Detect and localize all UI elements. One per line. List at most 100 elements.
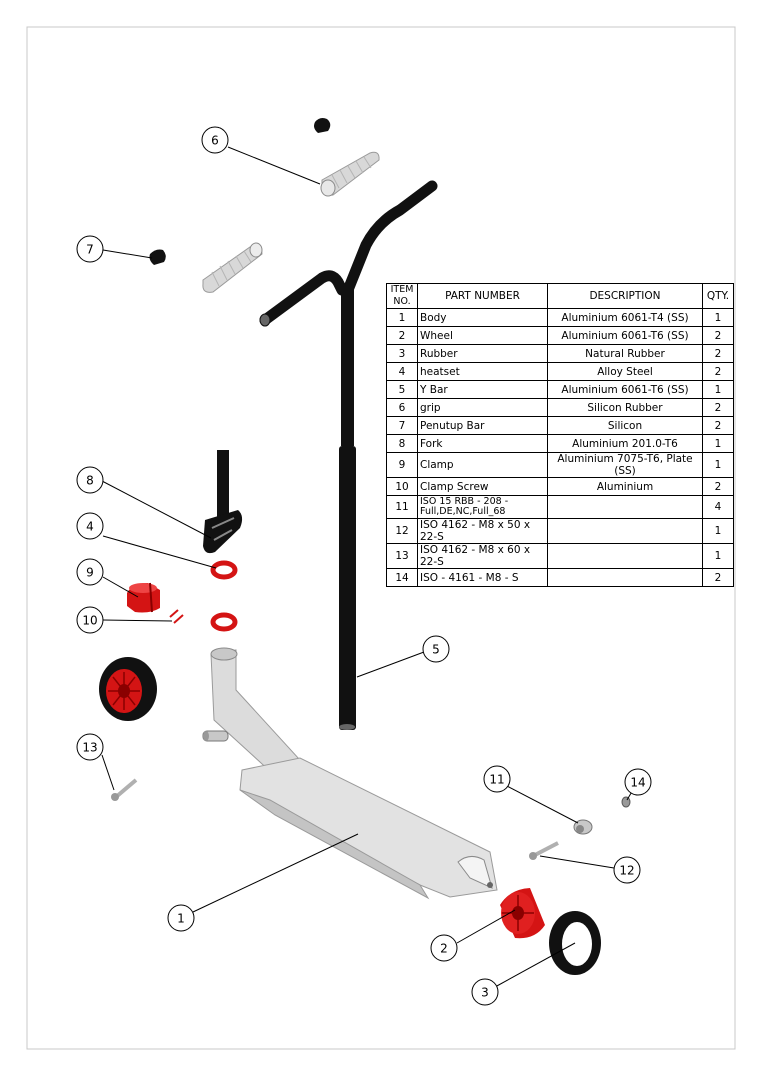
bom-part-number: Fork [417, 434, 548, 453]
svg-text:9: 9 [86, 566, 94, 580]
bom-qty: 4 [702, 495, 734, 519]
svg-text:1: 1 [177, 912, 185, 926]
nut [621, 796, 631, 808]
bom-qty: 2 [702, 568, 734, 587]
bar-end-plug-left [149, 249, 166, 265]
bom-qty: 1 [702, 380, 734, 399]
bom-qty: 2 [702, 477, 734, 496]
bom-item-no: 9 [386, 452, 418, 478]
bom-item-no: 12 [386, 518, 418, 544]
bom-description: Aluminium 7075-T6, Plate (SS) [547, 452, 703, 478]
table-row: 5 Y Bar Aluminium 6061-T6 (SS) 1 [386, 380, 734, 399]
bom-description [547, 543, 703, 569]
bom-item-no: 13 [386, 543, 418, 569]
table-row: 14 ISO - 4161 - M8 - S 2 [386, 568, 734, 587]
bom-description: Aluminium [547, 477, 703, 496]
balloon-4: 4 [76, 512, 104, 540]
grip-left [202, 242, 263, 293]
bom-item-no: 2 [386, 326, 418, 345]
svg-text:12: 12 [619, 864, 634, 878]
bom-description: Silicon Rubber [547, 398, 703, 417]
bom-description: Aluminium 6061-T6 (SS) [547, 326, 703, 345]
headset-rings [210, 560, 238, 632]
leader-lines [101, 146, 638, 988]
balloon-2: 2 [430, 934, 458, 962]
bolt-m8x50 [529, 841, 559, 860]
bom-description: Aluminium 6061-T6 (SS) [547, 380, 703, 399]
bom-header-part-number: PART NUMBER [417, 283, 548, 309]
balloon-3: 3 [471, 978, 499, 1006]
bom-part-number: ISO - 4161 - M8 - S [417, 568, 548, 587]
table-row: 13 ISO 4162 - M8 x 60 x 22-S 1 [386, 543, 734, 569]
bom-item-no: 4 [386, 362, 418, 381]
table-row: 8 Fork Aluminium 201.0-T6 1 [386, 434, 734, 453]
bom-description: Silicon [547, 416, 703, 435]
bom-description: Alloy Steel [547, 362, 703, 381]
balloon-7: 7 [76, 235, 104, 263]
svg-text:3: 3 [481, 986, 489, 1000]
table-row: 2 Wheel Aluminium 6061-T6 (SS) 2 [386, 326, 734, 345]
bom-qty: 1 [702, 308, 734, 327]
bom-part-number: Rubber [417, 344, 548, 363]
bom-qty: 2 [702, 326, 734, 345]
balloon-5: 5 [422, 635, 450, 663]
bom-part-number: Penutup Bar [417, 416, 548, 435]
svg-text:10: 10 [82, 614, 97, 628]
bom-qty: 2 [702, 416, 734, 435]
bom-description [547, 495, 703, 519]
bom-part-number: Clamp [417, 452, 548, 478]
bom-description: Aluminium 201.0-T6 [547, 434, 703, 453]
svg-text:7: 7 [86, 243, 94, 257]
balloon-10: 10 [76, 606, 104, 634]
bom-description [547, 568, 703, 587]
bom-qty: 2 [702, 344, 734, 363]
bom-description: Aluminium 6061-T4 (SS) [547, 308, 703, 327]
bom-item-no: 11 [386, 495, 418, 519]
balloon-1: 1 [167, 904, 195, 932]
bom-header-row: ITEM NO. PART NUMBER DESCRIPTION QTY. [386, 283, 734, 309]
bom-part-number: ISO 15 RBB - 208 - Full,DE,NC,Full_68 [417, 495, 548, 519]
bom-description [547, 518, 703, 544]
table-row: 4 heatset Alloy Steel 2 [386, 362, 734, 381]
bom-item-no: 8 [386, 434, 418, 453]
bom-header-qty: QTY. [702, 283, 734, 309]
balloon-13: 13 [76, 733, 104, 761]
clamp-screws [169, 609, 184, 624]
table-row: 6 grip Silicon Rubber 2 [386, 398, 734, 417]
bom-part-number: Body [417, 308, 548, 327]
balloon-12: 12 [613, 856, 641, 884]
deck-body [210, 647, 498, 900]
table-row: 12 ISO 4162 - M8 x 50 x 22-S 1 [386, 518, 734, 544]
table-row: 3 Rubber Natural Rubber 2 [386, 344, 734, 363]
bom-part-number: Clamp Screw [417, 477, 548, 496]
bom-item-no: 3 [386, 344, 418, 363]
table-row: 7 Penutup Bar Silicon 2 [386, 416, 734, 435]
bar-end-plug-top [314, 118, 331, 133]
sheet-border [26, 26, 736, 1050]
bom-qty: 1 [702, 518, 734, 544]
balloon-14: 14 [624, 768, 652, 796]
bom-description: Natural Rubber [547, 344, 703, 363]
bom-part-number: ISO 4162 - M8 x 60 x 22-S [417, 543, 548, 569]
balloon-9: 9 [76, 558, 104, 586]
table-row: 9 Clamp Aluminium 7075-T6, Plate (SS) 1 [386, 452, 734, 478]
svg-text:2: 2 [440, 942, 448, 956]
bom-part-number: heatset [417, 362, 548, 381]
svg-text:8: 8 [86, 474, 94, 488]
bom-qty: 2 [702, 362, 734, 381]
y-bar [259, 180, 438, 730]
bom-qty: 1 [702, 434, 734, 453]
svg-text:5: 5 [432, 643, 440, 657]
bom-part-number: grip [417, 398, 548, 417]
bom-qty: 1 [702, 452, 734, 478]
bom-item-no: 6 [386, 398, 418, 417]
wheel-left [99, 657, 157, 721]
bom-header-description: DESCRIPTION [547, 283, 703, 309]
bom-part-number: Y Bar [417, 380, 548, 399]
wheel-hub [500, 888, 545, 939]
balloon-8: 8 [76, 466, 104, 494]
bom-header-item-no: ITEM NO. [386, 283, 418, 309]
svg-text:11: 11 [489, 773, 504, 787]
bearing [573, 819, 593, 835]
table-row: 10 Clamp Screw Aluminium 2 [386, 477, 734, 496]
